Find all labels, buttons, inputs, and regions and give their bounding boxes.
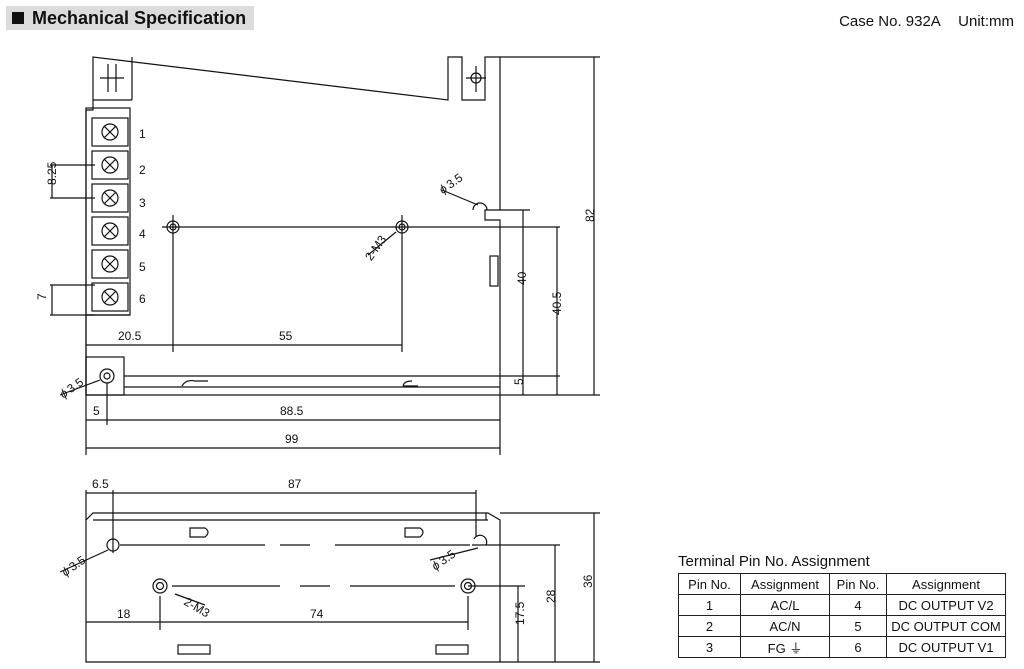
dim-total-width: 99 bbox=[285, 432, 299, 446]
table-row: 1 AC/L 4 DC OUTPUT V2 bbox=[678, 594, 1006, 616]
column-header: Assignment bbox=[740, 573, 830, 595]
dim-hole-spacing: 55 bbox=[279, 329, 293, 343]
dim-inner-width: 88.5 bbox=[280, 404, 304, 418]
dim-18: 18 bbox=[117, 607, 131, 621]
mount-hole-bottom-left-icon bbox=[99, 368, 115, 384]
pin-label: 5 bbox=[139, 260, 146, 274]
table-cell: DC OUTPUT V1 bbox=[886, 636, 1006, 658]
dim-17-5: 17.5 bbox=[513, 601, 527, 625]
terminal-screw-icon bbox=[91, 216, 129, 246]
pin-label: 3 bbox=[139, 196, 146, 210]
table-row: 3 FG ⏚ 6 DC OUTPUT V1 bbox=[678, 636, 1006, 658]
side-mount-hole-right-icon bbox=[472, 534, 560, 546]
table-cell: DC OUTPUT COM bbox=[886, 615, 1006, 637]
unit-label: Unit:mm bbox=[958, 13, 1014, 30]
ground-icon: ⏚ bbox=[789, 640, 803, 656]
dim-height-82: 82 bbox=[583, 208, 597, 222]
dim-87: 87 bbox=[288, 477, 302, 491]
terminal-screw-icon bbox=[91, 249, 129, 279]
table-cell: 5 bbox=[829, 615, 887, 637]
table-cell: 1 bbox=[678, 594, 741, 616]
header-bullet-icon bbox=[12, 12, 24, 24]
dim-6-5: 6.5 bbox=[92, 477, 109, 491]
pin-label: 2 bbox=[139, 163, 146, 177]
pin-assignment-table: Pin No. Assignment Pin No. Assignment 1 … bbox=[678, 573, 1006, 658]
hole-diameter-label: 3.5 bbox=[66, 553, 88, 574]
m3-hole-label: 2-M3 bbox=[362, 233, 389, 264]
top-view-outline bbox=[85, 56, 501, 396]
dim-height-40: 40 bbox=[515, 271, 529, 285]
side-view-outline bbox=[85, 512, 501, 663]
pin-label: 6 bbox=[139, 292, 146, 306]
dim-28: 28 bbox=[544, 589, 558, 603]
hole-diameter-label: 3.5 bbox=[444, 170, 466, 191]
dim-74: 74 bbox=[310, 607, 324, 621]
dim-terminal-width: 7 bbox=[35, 293, 49, 300]
column-header: Assignment bbox=[886, 573, 1006, 595]
terminal-screw-icon bbox=[91, 282, 129, 312]
table-cell: AC/L bbox=[740, 594, 830, 616]
hole-diameter-label: 3.5 bbox=[436, 547, 458, 568]
mount-hole-top-left-icon bbox=[100, 64, 124, 92]
pin-table-caption: Terminal Pin No. Assignment bbox=[678, 553, 870, 570]
side-m3-hole-left-icon bbox=[152, 578, 168, 594]
case-number: Case No. 932A bbox=[839, 13, 940, 30]
column-header: Pin No. bbox=[678, 573, 741, 595]
table-header-row: Pin No. Assignment Pin No. Assignment bbox=[678, 573, 1006, 595]
dim-36: 36 bbox=[581, 574, 595, 588]
terminal-screw-icon bbox=[91, 117, 129, 147]
dim-bottom-5: 5 bbox=[512, 378, 526, 385]
dim-edge: 5 bbox=[93, 404, 100, 418]
dim-pitch: 8.25 bbox=[45, 161, 59, 185]
table-cell: FG ⏚ bbox=[740, 636, 830, 658]
pin-label: 1 bbox=[139, 127, 146, 141]
terminal-screws bbox=[91, 117, 129, 312]
column-header: Pin No. bbox=[829, 573, 887, 595]
table-cell: 6 bbox=[829, 636, 887, 658]
terminal-screw-icon bbox=[91, 150, 129, 180]
dim-height-40-5: 40.5 bbox=[550, 291, 564, 315]
table-cell: 2 bbox=[678, 615, 741, 637]
fg-label: FG bbox=[767, 640, 786, 656]
mount-hole-top-right-icon bbox=[466, 66, 486, 92]
table-row: 2 AC/N 5 DC OUTPUT COM bbox=[678, 615, 1006, 637]
dim-hole-left: 20.5 bbox=[118, 329, 142, 343]
pin-label: 4 bbox=[139, 227, 146, 241]
side-m3-hole-label: 2-M3 bbox=[182, 594, 213, 620]
table-cell: 3 bbox=[678, 636, 741, 658]
section-title: Mechanical Specification bbox=[32, 7, 247, 28]
case-info: Case No. 932A Unit:mm bbox=[825, 13, 1014, 30]
section-header: Mechanical Specification bbox=[6, 6, 254, 30]
terminal-screw-icon bbox=[91, 183, 129, 213]
table-cell: AC/N bbox=[740, 615, 830, 637]
table-cell: 4 bbox=[829, 594, 887, 616]
table-cell: DC OUTPUT V2 bbox=[886, 594, 1006, 616]
